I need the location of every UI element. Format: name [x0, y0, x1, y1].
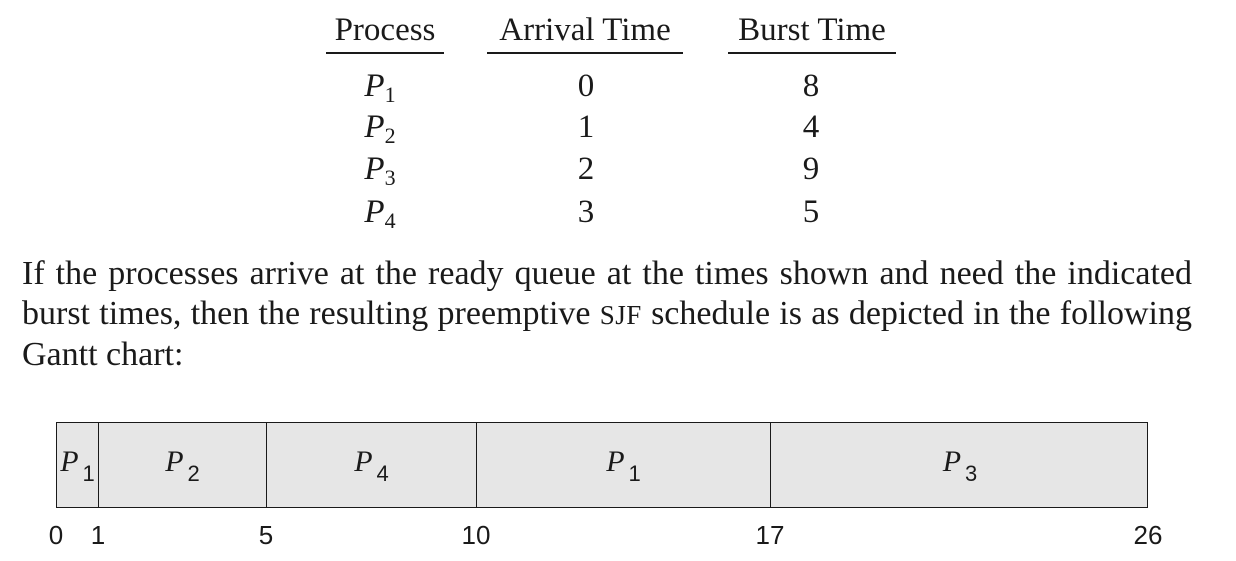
process-name-cell: P1	[350, 66, 410, 115]
arrival-time-cell: 1	[577, 109, 595, 145]
header-arrival-time: Arrival Time	[487, 8, 683, 54]
arrival-time-cell: 3	[577, 194, 595, 230]
burst-time-cell: 9	[802, 151, 820, 187]
segment-process-index: 4	[376, 461, 389, 486]
burst-time-cell: 5	[802, 194, 820, 230]
segment-process-index: 3	[965, 461, 978, 486]
gantt-tick-label: 0	[48, 520, 64, 550]
process-name-cell: P2	[350, 107, 410, 156]
process-letter: P	[364, 151, 385, 187]
process-letter: P	[364, 68, 385, 104]
segment-process-index: 1	[82, 461, 95, 486]
gantt-tick-label: 26	[1133, 520, 1163, 550]
segment-process-letter: P	[942, 445, 962, 478]
header-burst-time: Burst Time	[728, 8, 896, 54]
paragraph-text-before: If the processes arrive at the ready que…	[22, 255, 1192, 332]
burst-time-cell: 4	[802, 109, 820, 145]
gantt-tick-label: 10	[461, 520, 491, 550]
segment-process-letter: P	[165, 445, 184, 478]
description-paragraph: If the processes arrive at the ready que…	[22, 254, 1192, 375]
process-letter: P	[364, 194, 385, 230]
process-index: 4	[384, 208, 396, 233]
process-letter: P	[364, 109, 385, 145]
gantt-tick-label: 17	[755, 520, 785, 550]
gantt-tick-label: 1	[90, 520, 106, 550]
segment-process-letter: P	[354, 445, 373, 478]
paragraph-text-after: schedule is as depicted in the following…	[22, 295, 1192, 373]
gantt-tick-label: 5	[258, 520, 274, 550]
process-name-cell: P3	[350, 149, 410, 198]
header-process: Process	[326, 8, 444, 54]
segment-process-index: 2	[187, 461, 200, 486]
arrival-time-cell: 2	[577, 151, 595, 187]
burst-time-cell: 8	[802, 68, 820, 104]
segment-process-letter: P	[60, 445, 79, 478]
segment-process-index: 1	[628, 461, 641, 486]
sjf-abbreviation: SJF	[599, 300, 642, 330]
process-name-cell: P4	[350, 192, 410, 241]
process-index: 1	[384, 82, 396, 107]
process-index: 2	[384, 123, 396, 148]
process-index: 3	[384, 165, 396, 190]
segment-process-letter: P	[606, 445, 625, 478]
arrival-time-cell: 0	[577, 68, 595, 104]
